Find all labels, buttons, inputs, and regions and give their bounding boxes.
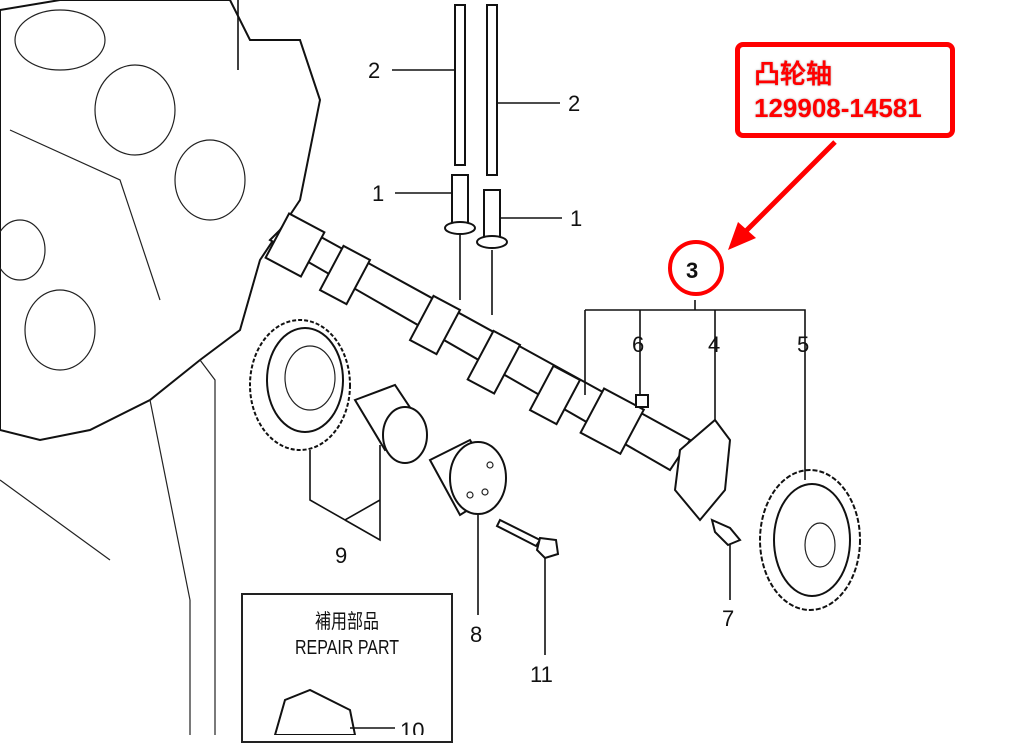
bolt-7 xyxy=(710,518,742,547)
repair-sleeve xyxy=(273,688,395,735)
label-1: 1 xyxy=(372,181,384,206)
bushing xyxy=(353,383,428,464)
callout-part-name: 凸轮轴 xyxy=(754,59,833,89)
callout-box: 凸轮轴 129908-14581 xyxy=(735,42,955,138)
label-10: 10 xyxy=(400,718,424,735)
label-7: 7 xyxy=(722,606,734,631)
label-4: 4 xyxy=(708,332,720,357)
label-5: 5 xyxy=(797,332,809,357)
arrow-head-icon xyxy=(728,222,756,250)
cylinder-block xyxy=(0,0,322,735)
bolt-11 xyxy=(495,518,560,560)
repair-title-jp: 補用部品 xyxy=(315,611,379,633)
repair-title-en: REPAIR PART xyxy=(294,637,400,659)
key xyxy=(635,394,649,408)
push-rods xyxy=(444,4,508,315)
callout-arrow xyxy=(743,140,837,234)
label-1: 1 xyxy=(570,206,582,231)
label-8: 8 xyxy=(470,622,482,647)
label-3: 3 xyxy=(686,258,698,283)
label-9: 9 xyxy=(335,543,347,568)
repair-part-box: 補用部品 REPAIR PART xyxy=(241,593,453,743)
thrust-plate xyxy=(673,418,732,522)
camshaft xyxy=(264,212,692,472)
label-6: 6 xyxy=(632,332,644,357)
thrust-plate-cap xyxy=(428,438,507,517)
leader-lines xyxy=(237,0,806,655)
highlight-circle xyxy=(668,240,724,296)
label-11: 11 xyxy=(530,662,553,687)
label-2: 2 xyxy=(368,58,380,83)
crank-gear xyxy=(759,469,861,611)
camshaft-gear xyxy=(249,319,351,451)
callout-part-number: 129908-14581 xyxy=(754,93,922,123)
label-2: 2 xyxy=(568,91,580,116)
